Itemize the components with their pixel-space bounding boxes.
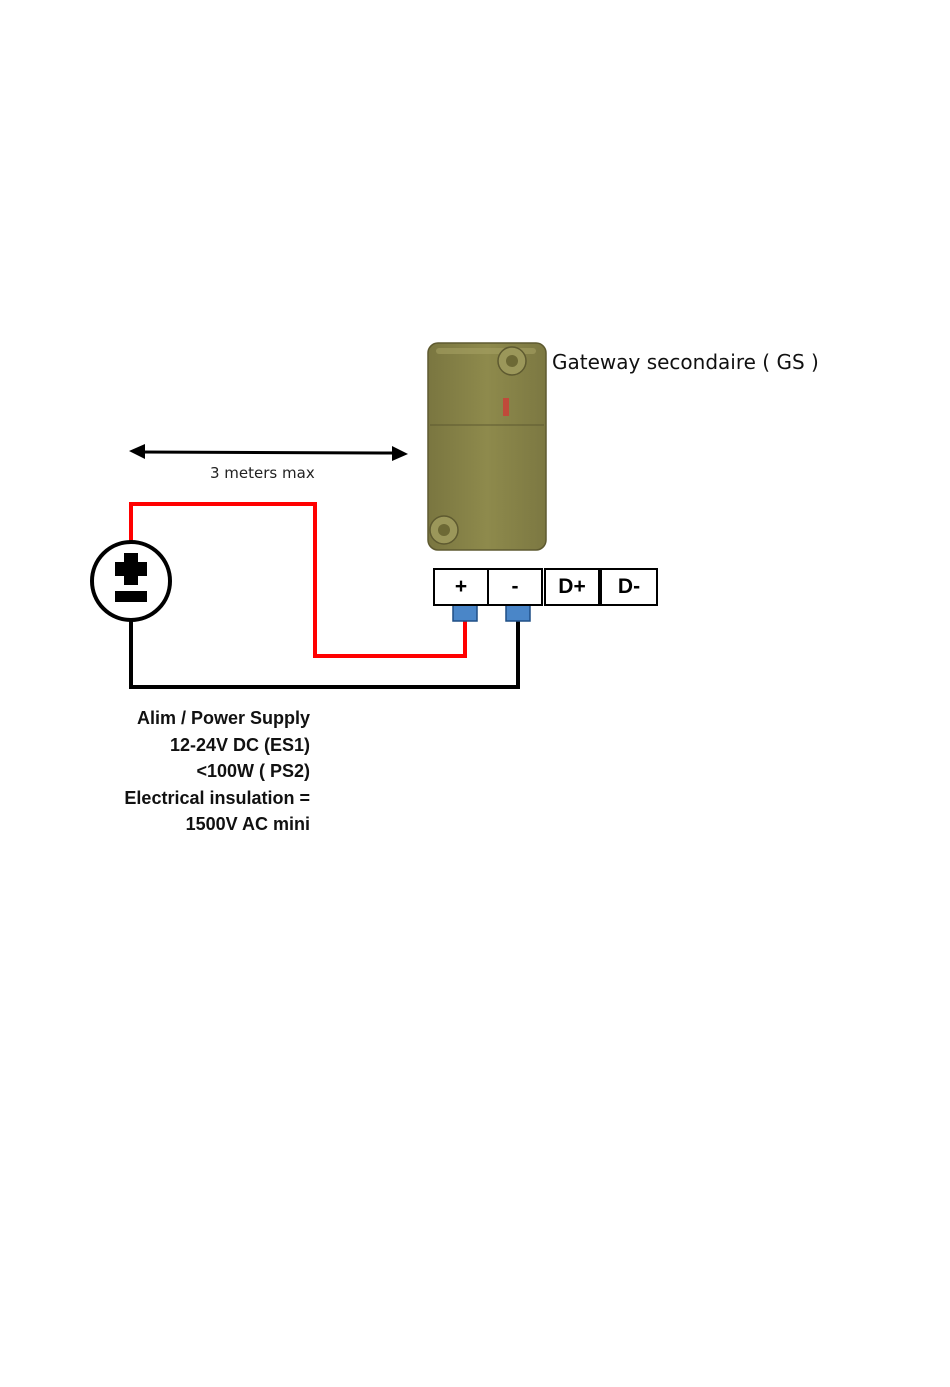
gateway-device-image (428, 343, 546, 550)
positive-wire (131, 504, 465, 656)
terminal-data-plus: D+ (544, 568, 600, 606)
negative-wire (131, 614, 518, 687)
terminal-positive: + (433, 568, 489, 606)
power-supply-label: Alim / Power Supply 12-24V DC (ES1) <100… (60, 705, 310, 838)
power-supply-line: <100W ( PS2) (60, 758, 310, 785)
power-supply-line: 1500V AC mini (60, 811, 310, 838)
distance-label: 3 meters max (210, 464, 315, 482)
gateway-title: Gateway secondaire ( GS ) (552, 350, 819, 374)
distance-arrow (129, 444, 408, 461)
power-supply-line: Alim / Power Supply (60, 705, 310, 732)
terminal-data-minus: D- (600, 568, 658, 606)
positive-connector (453, 604, 477, 621)
negative-connector (506, 604, 530, 621)
terminal-negative: - (487, 568, 543, 606)
power-supply-line: Electrical insulation = (60, 785, 310, 812)
power-supply-symbol (92, 542, 170, 620)
power-supply-line: 12-24V DC (ES1) (60, 732, 310, 759)
